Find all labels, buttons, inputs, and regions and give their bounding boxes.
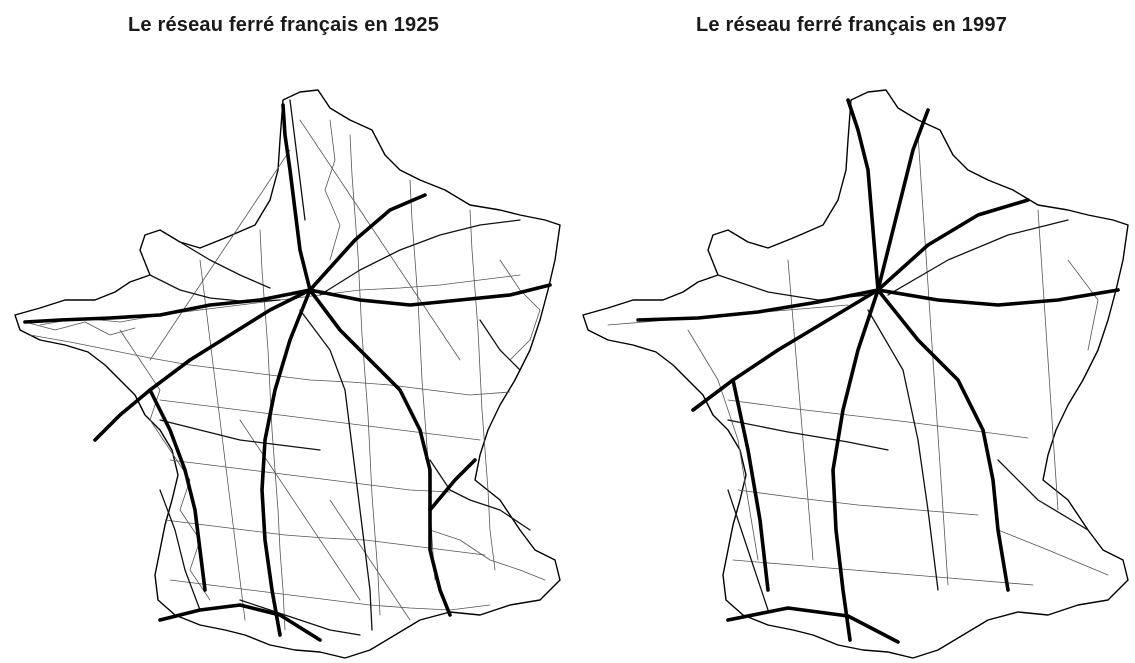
- france-outline-1997: [582, 89, 1129, 659]
- regional-lines-1925: [149, 99, 531, 636]
- france-outline-1925: [14, 89, 561, 659]
- rail-map-1997: [582, 89, 1129, 659]
- secondary-network-1925: [24, 119, 546, 631]
- rail-map-1925: [14, 89, 561, 659]
- map-title-1925: Le réseau ferré français en 1925: [127, 14, 440, 36]
- map-panel-1925: Le réseau ferré français en 1925: [0, 0, 567, 663]
- secondary-network-1997: [607, 134, 1109, 586]
- map-title-1997: Le réseau ferré français en 1997: [695, 14, 1008, 36]
- map-panel-1997: Le réseau ferré français en 1997: [568, 0, 1135, 663]
- regional-lines-1997: [717, 219, 1089, 611]
- main-lines-1997: [636, 98, 1120, 644]
- main-lines-1925: [23, 103, 552, 642]
